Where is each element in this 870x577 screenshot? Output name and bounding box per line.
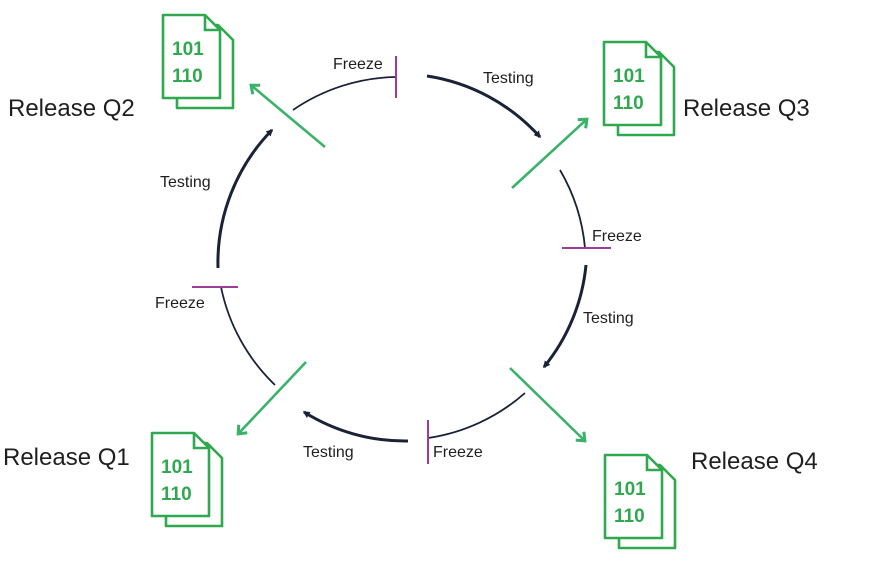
cycle-arc-q4-freeze — [427, 392, 526, 439]
cycle-arc-q1-freeze — [220, 286, 276, 386]
testing-label-left: Testing — [160, 174, 211, 191]
svg-text:110: 110 — [172, 66, 203, 87]
freeze-label-left: Freeze — [155, 295, 205, 312]
svg-text:101: 101 — [614, 479, 646, 500]
release-arrow-q1 — [236, 361, 307, 436]
release-arrow-q3 — [511, 117, 589, 189]
freeze-label-right: Freeze — [592, 228, 642, 245]
cycle-arc-q2-freeze — [292, 76, 396, 111]
release-arrow-q2 — [249, 83, 326, 148]
testing-arrow-bottom — [302, 410, 409, 443]
testing-arrow-left — [216, 128, 274, 269]
release-arrow-q4 — [509, 367, 587, 443]
svg-text:101: 101 — [172, 39, 204, 60]
release-label-q1: Release Q1 — [3, 444, 130, 471]
testing-arrow-right — [542, 264, 588, 369]
svg-text:110: 110 — [614, 506, 645, 527]
svg-text:101: 101 — [161, 457, 193, 478]
testing-label-right: Testing — [583, 310, 634, 327]
release-label-q2: Release Q2 — [8, 95, 135, 122]
cycle-arc-q3-freeze — [559, 169, 586, 249]
release-label-q3: Release Q3 — [683, 95, 810, 122]
release-label-q4: Release Q4 — [691, 448, 818, 475]
freeze-label-top: Freeze — [333, 56, 383, 73]
testing-label-top: Testing — [483, 70, 534, 87]
svg-text:101: 101 — [613, 66, 645, 87]
binary-file-icon: 101 110 — [161, 13, 235, 110]
svg-text:110: 110 — [161, 484, 192, 505]
binary-file-icon: 101 110 — [603, 453, 677, 550]
testing-arrow-top — [426, 74, 542, 139]
svg-text:110: 110 — [613, 93, 644, 114]
binary-file-icon: 101 110 — [150, 431, 224, 528]
testing-label-bottom: Testing — [303, 444, 354, 461]
freeze-label-bottom: Freeze — [433, 444, 483, 461]
binary-file-icon: 101 110 — [602, 40, 676, 137]
